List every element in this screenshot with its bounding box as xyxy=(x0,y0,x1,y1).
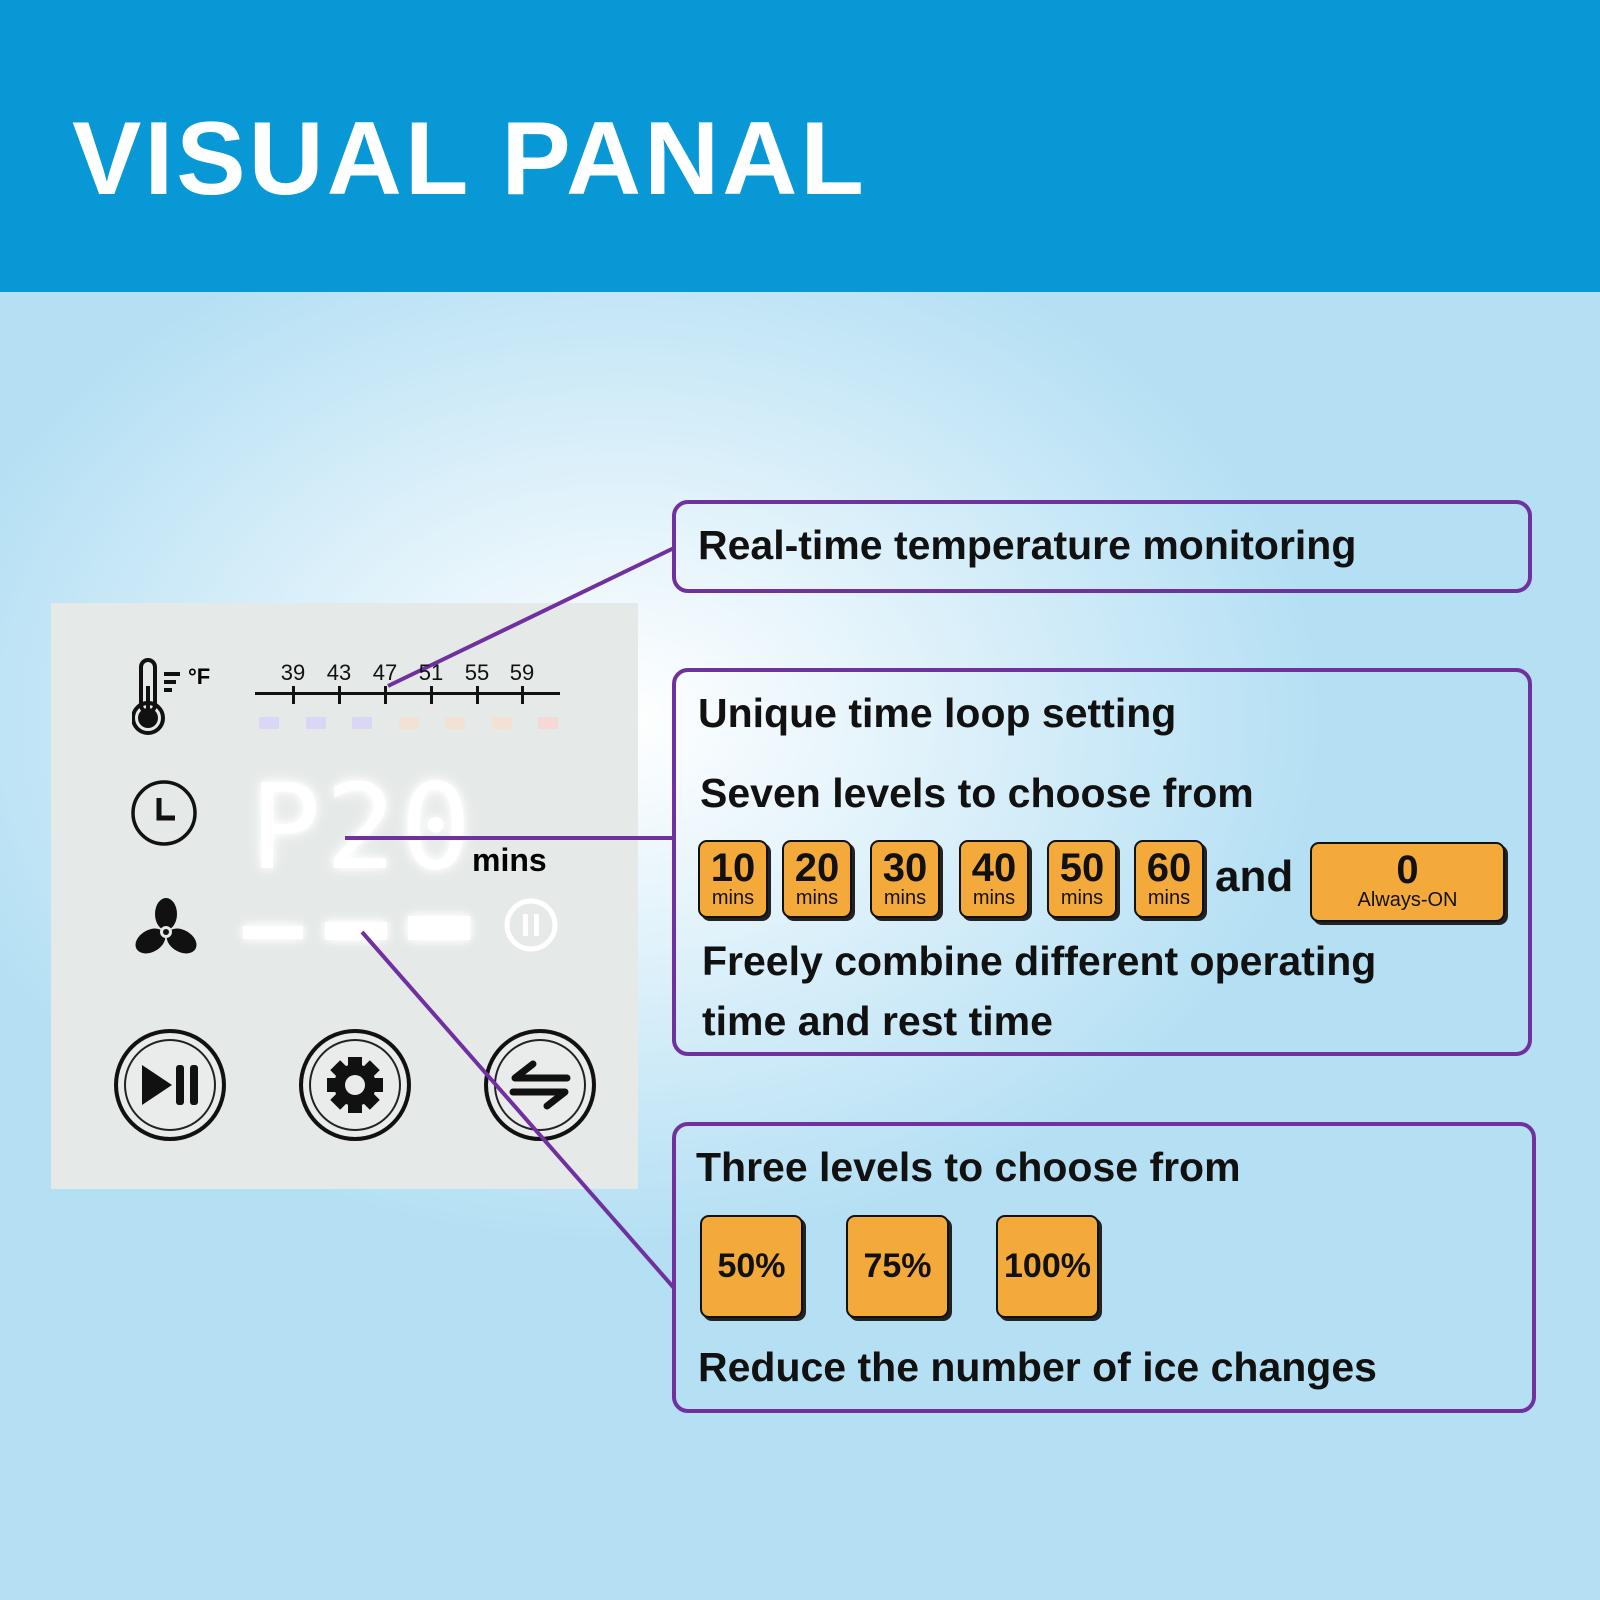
temp-scale-label: 59 xyxy=(509,660,535,685)
temp-led-indicator xyxy=(259,717,279,729)
pause-indicator-icon xyxy=(504,898,558,952)
leader-line-fan xyxy=(360,930,676,1290)
fan-level-chip: 50% xyxy=(700,1215,803,1318)
thermometer-icon xyxy=(132,658,180,735)
play-pause-button[interactable] xyxy=(114,1029,226,1141)
callout-time-heading: Unique time loop setting xyxy=(698,690,1177,736)
temp-scale-line xyxy=(255,692,560,695)
time-option-value: 40 xyxy=(971,846,1017,890)
temp-scale-label: 55 xyxy=(464,660,490,685)
callout-fan-heading: Three levels to choose from xyxy=(696,1144,1241,1190)
time-option-unit: mins xyxy=(711,887,755,909)
time-option-always-on: 0 Always-ON xyxy=(1310,842,1505,922)
temp-led-indicator xyxy=(491,717,512,729)
temp-scale-tick xyxy=(430,686,433,704)
temp-scale-tick xyxy=(384,686,387,704)
temp-led-indicator xyxy=(398,717,419,729)
temp-scale-label: 47 xyxy=(372,660,398,685)
fan-level-chip: 75% xyxy=(846,1215,949,1318)
temp-scale-label: 51 xyxy=(418,660,444,685)
fan-icon xyxy=(135,898,197,954)
temp-scale-label: 43 xyxy=(326,660,352,685)
callout-time-desc-1: Freely combine different operating xyxy=(702,938,1377,984)
header-banner xyxy=(0,0,1600,292)
callout-fan-desc: Reduce the number of ice changes xyxy=(698,1344,1377,1390)
callout-fan-levels xyxy=(672,1122,1536,1413)
gear-icon xyxy=(327,1057,383,1113)
temp-unit-label: °F xyxy=(188,664,211,689)
fan-level-bar-2 xyxy=(325,922,387,940)
temp-scale-tick xyxy=(476,686,479,704)
always-on-label: Always-ON xyxy=(1357,889,1458,911)
clock-icon xyxy=(131,780,197,846)
always-on-value: 0 xyxy=(1396,848,1419,892)
time-display: P20 xyxy=(250,758,476,896)
time-option-value: 20 xyxy=(794,846,840,890)
temp-scale-tick xyxy=(338,686,341,704)
fan-level-bar-1 xyxy=(243,926,303,939)
time-option-unit: mins xyxy=(1060,887,1104,909)
time-option-value: 10 xyxy=(710,846,756,890)
time-option-value: 30 xyxy=(882,846,928,890)
temp-led-indicator xyxy=(305,717,326,729)
callout-temperature xyxy=(672,500,1532,593)
fan-level-chip: 100% xyxy=(996,1215,1099,1318)
settings-button[interactable] xyxy=(299,1029,411,1141)
temp-scale-tick xyxy=(292,686,295,704)
leader-line-temp xyxy=(387,546,675,688)
time-option-unit: mins xyxy=(883,887,927,909)
and-label: and xyxy=(1215,852,1294,901)
page-title: VISUAL PANAL xyxy=(72,101,867,217)
temp-scale-label: 39 xyxy=(280,660,306,685)
callout-time-desc-2: time and rest time xyxy=(702,998,1053,1044)
mins-label: mins xyxy=(472,842,547,878)
time-option-unit: mins xyxy=(972,887,1016,909)
time-option-value: 60 xyxy=(1146,846,1192,890)
switch-arrows-icon xyxy=(509,1060,571,1110)
fan-level-bar-3 xyxy=(408,916,470,940)
callout-time-subheading: Seven levels to choose from xyxy=(700,770,1254,816)
time-option-unit: mins xyxy=(795,887,839,909)
callout-time-loop xyxy=(672,668,1532,1056)
temp-led-indicator xyxy=(445,717,465,729)
time-option-unit: mins xyxy=(1147,887,1191,909)
mode-switch-button[interactable] xyxy=(484,1029,596,1141)
temp-scale-tick xyxy=(521,686,524,704)
play-pause-icon xyxy=(142,1065,198,1105)
callout-temperature-heading: Real-time temperature monitoring xyxy=(698,522,1357,568)
temp-led-indicator xyxy=(538,717,558,729)
time-option-value: 50 xyxy=(1059,846,1105,890)
temp-led-indicator xyxy=(352,717,372,729)
